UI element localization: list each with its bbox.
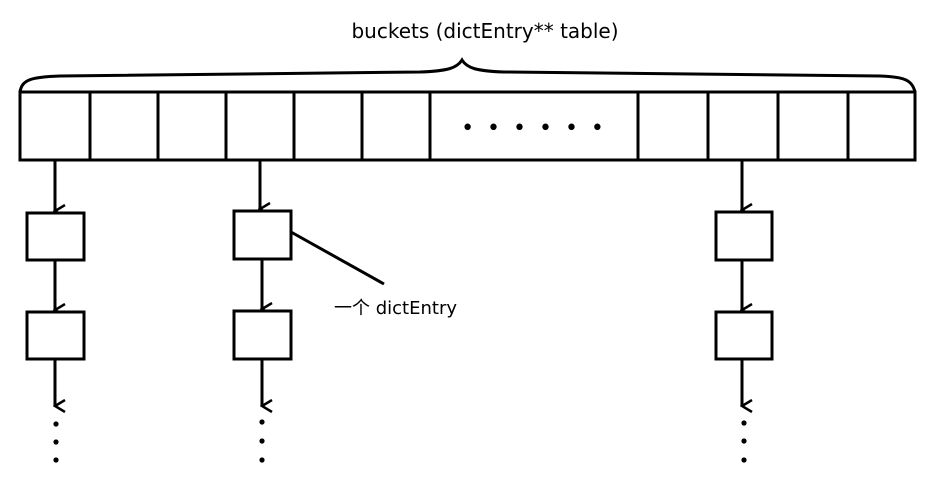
- diagram-title: buckets (dictEntry** table): [351, 19, 618, 43]
- bucket-brace: [18, 57, 917, 93]
- continuation-dot: [259, 419, 265, 425]
- continuation-dot: [53, 457, 59, 463]
- dict-entry-box: [232, 309, 293, 361]
- annotation-label: 一个 dictEntry: [334, 298, 457, 319]
- continuation-dot: [53, 421, 59, 427]
- bucket-array: [18, 90, 917, 162]
- dict-entry-box: [714, 310, 774, 361]
- continuation-dot: [741, 420, 747, 426]
- continuation-dot: [53, 439, 59, 445]
- continuation-dot: [741, 457, 747, 463]
- chain-bucket-3: [232, 160, 293, 463]
- bucket-ellipsis: • • • • • •: [461, 116, 607, 141]
- annotation-leader-line: [290, 230, 385, 286]
- continuation-dot: [259, 438, 265, 444]
- continuation-dot: [259, 457, 265, 463]
- chain-bucket-0: [25, 160, 86, 463]
- dict-entry-box: [25, 310, 86, 361]
- dict-entry-box: [25, 211, 86, 262]
- dict-entry-box: [714, 210, 774, 262]
- dict-entry-box: [232, 209, 293, 261]
- continuation-dot: [741, 438, 747, 444]
- chain-bucket-10: [714, 160, 774, 463]
- bucket-dividers: [88, 92, 850, 160]
